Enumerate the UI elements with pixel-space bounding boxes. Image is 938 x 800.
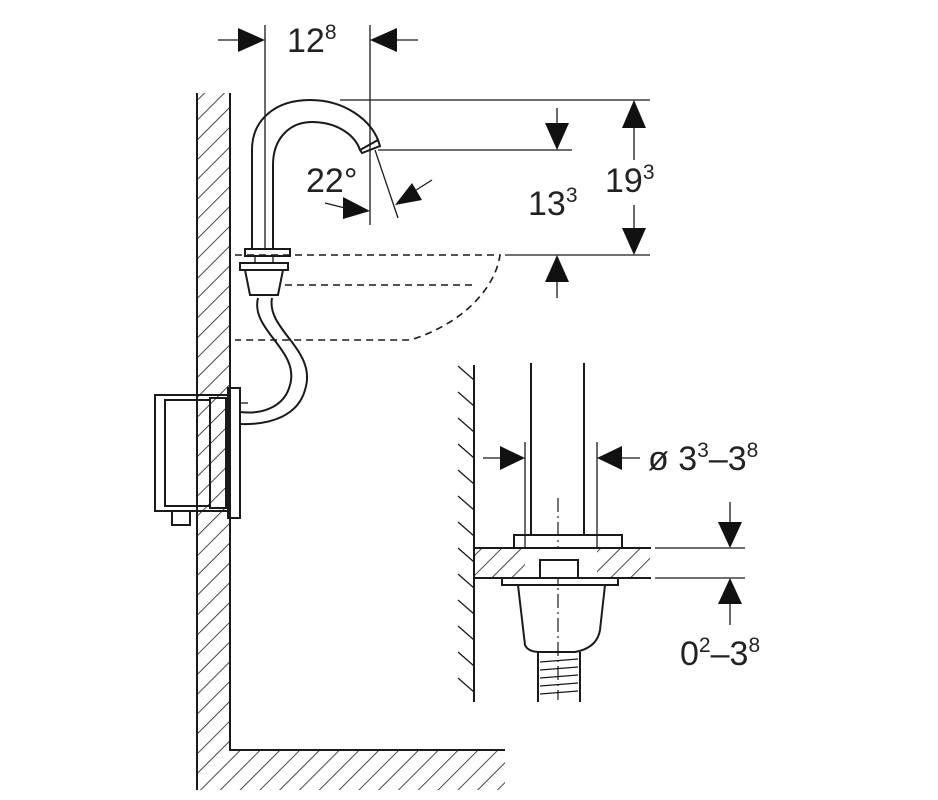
reference-lines xyxy=(340,99,650,256)
detail-mounting-view: ø 33–38 02–38 xyxy=(457,363,760,702)
dimension-spout-reach: 128 xyxy=(218,21,418,250)
spout-angle-label: 22° xyxy=(306,162,357,200)
dimension-deck-thickness: 02–38 xyxy=(655,502,760,673)
basin-outline xyxy=(235,254,501,341)
deck-thickness-label: 02–38 xyxy=(680,634,760,673)
wall-section xyxy=(196,93,505,790)
control-box xyxy=(154,387,248,526)
faucet-spout xyxy=(239,98,382,296)
outlet-height-label: 133 xyxy=(528,184,578,223)
detail-wall xyxy=(457,365,475,702)
hole-diameter-label: ø 33–38 xyxy=(648,439,758,478)
detail-deck xyxy=(474,534,651,702)
dimension-spout-angle: 22° xyxy=(306,145,433,225)
dimension-hole-diameter: ø 33–38 xyxy=(483,439,758,548)
spout-reach-label: 128 xyxy=(287,21,337,60)
supply-hose xyxy=(239,297,308,426)
total-height-label: 193 xyxy=(605,161,655,200)
dimension-total-height: 193 xyxy=(605,100,655,255)
detail-pipe xyxy=(530,363,585,700)
dimension-outlet-height: 133 xyxy=(528,108,578,298)
